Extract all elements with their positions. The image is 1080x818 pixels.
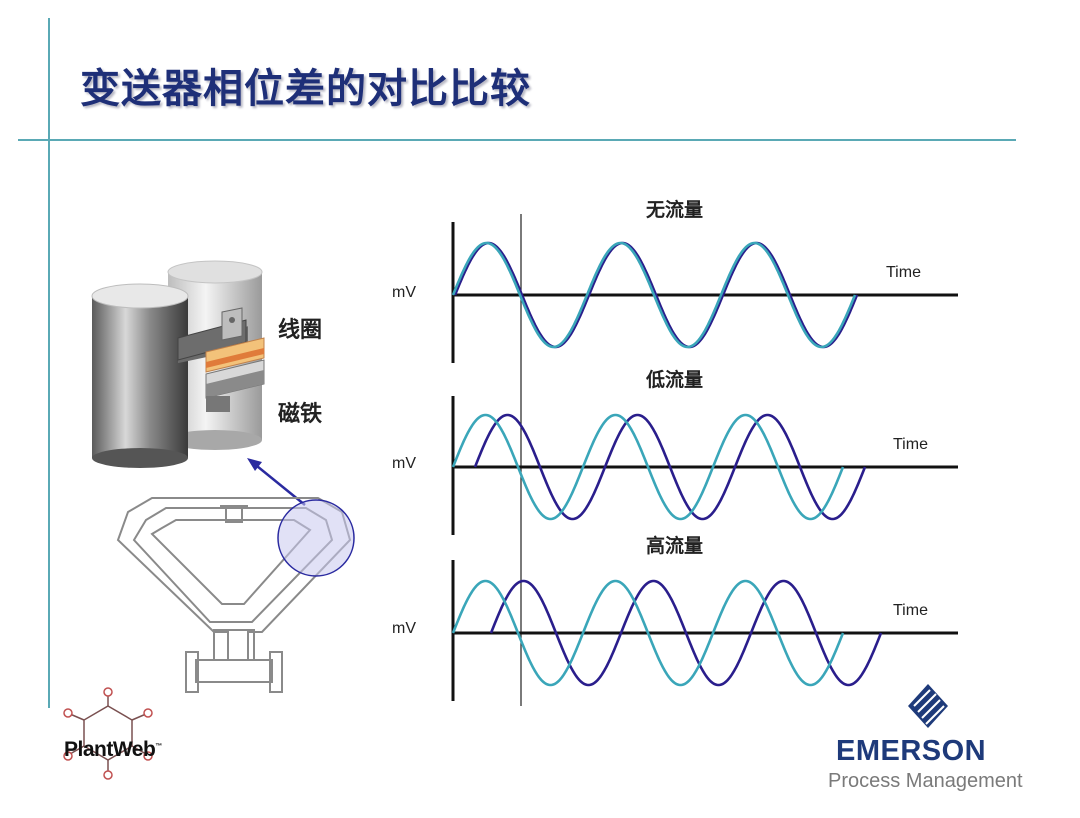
slide-title: 变送器相位差的对比比较 bbox=[80, 66, 531, 112]
outlet-wave-high-flow bbox=[489, 579, 883, 687]
plantweb-logo-text: PlantWeb™ bbox=[64, 738, 162, 761]
inlet-wave-high-flow bbox=[451, 579, 845, 687]
waveform-title-low-flow: 低流量 bbox=[646, 369, 704, 391]
outlet-wave-no-flow bbox=[453, 241, 859, 349]
y-axis-label-no-flow: mV bbox=[392, 284, 416, 301]
waveform-panel-no-flow bbox=[451, 222, 958, 363]
coil-magnet-assembly bbox=[177, 307, 265, 412]
horizontal-rule bbox=[18, 139, 1016, 141]
x-axis-label-no-flow: Time bbox=[886, 264, 921, 281]
magnet-label: 磁铁 bbox=[278, 402, 323, 427]
emerson-subtitle: Process Management bbox=[828, 770, 1023, 792]
plantweb-logo-icon bbox=[63, 687, 153, 780]
detail-highlight-circle bbox=[277, 499, 355, 577]
inlet-wave-no-flow bbox=[451, 241, 857, 349]
outlet-wave-low-flow bbox=[473, 413, 867, 521]
x-axis-label-low-flow: Time bbox=[893, 436, 928, 453]
waveform-title-high-flow: 高流量 bbox=[646, 535, 704, 557]
x-axis-label-high-flow: Time bbox=[893, 602, 928, 619]
waveform-panel-high-flow bbox=[451, 560, 958, 701]
coil-label: 线圈 bbox=[278, 318, 323, 343]
emerson-logo-text: EMERSON bbox=[836, 735, 987, 767]
y-axis-label-high-flow: mV bbox=[392, 620, 416, 637]
front-flow-tube bbox=[91, 283, 189, 468]
waveform-panel-low-flow bbox=[451, 396, 958, 535]
emerson-logo-icon bbox=[908, 684, 948, 728]
vertical-rule bbox=[48, 18, 50, 708]
inlet-wave-low-flow bbox=[451, 413, 845, 521]
y-axis-label-low-flow: mV bbox=[392, 455, 416, 472]
waveform-title-no-flow: 无流量 bbox=[646, 199, 704, 221]
